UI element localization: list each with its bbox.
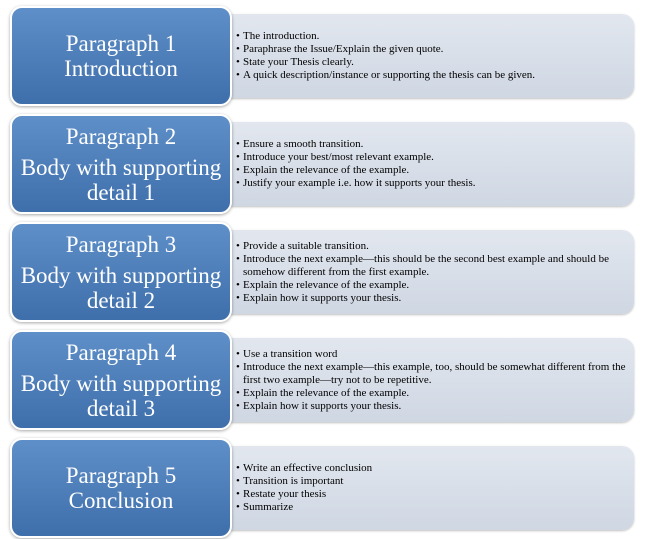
list-item: Transition is important [236, 475, 628, 488]
list-item: A quick description/instance or supporti… [236, 69, 628, 82]
section-5-heading: Paragraph 5 [65, 463, 177, 488]
section-3-list: Provide a suitable transition. Introduce… [236, 240, 628, 305]
section-3-title: Paragraph 3 Body with supporting detail … [10, 222, 232, 322]
list-item: Ensure a smooth transition. [236, 138, 628, 151]
section-5-details: Write an effective conclusion Transition… [204, 446, 634, 530]
list-item: Paraphrase the Issue/Explain the given q… [236, 43, 628, 56]
section-2-title: Paragraph 2 Body with supporting detail … [10, 114, 232, 214]
list-item: Justify your example i.e. how it support… [236, 177, 628, 190]
list-item: Explain the relevance of the example. [236, 279, 628, 292]
list-item: Explain how it supports your thesis. [236, 292, 628, 305]
section-1-subtitle: Introduction [64, 56, 178, 81]
section-3-subtitle: Body with supporting detail 2 [20, 262, 222, 313]
list-item: Restate your thesis [236, 488, 628, 501]
section-4-subtitle: Body with supporting detail 3 [20, 370, 222, 421]
section-1-title: Paragraph 1 Introduction [10, 6, 232, 106]
list-item: Explain the relevance of the example. [236, 164, 628, 177]
section-2-details: Ensure a smooth transition. Introduce yo… [204, 122, 634, 206]
list-item: The introduction. [236, 30, 628, 43]
section-4-title: Paragraph 4 Body with supporting detail … [10, 330, 232, 430]
section-4-list: Use a transition word Introduce the next… [236, 348, 628, 413]
section-2-heading: Paragraph 2 [65, 123, 177, 149]
section-2-subtitle: Body with supporting detail 1 [20, 154, 222, 205]
section-3-heading: Paragraph 3 [65, 231, 177, 257]
list-item: Explain the relevance of the example. [236, 387, 628, 400]
section-2-list: Ensure a smooth transition. Introduce yo… [236, 138, 628, 190]
section-1-list: The introduction. Paraphrase the Issue/E… [236, 30, 628, 82]
list-item: Summarize [236, 501, 628, 514]
section-3-details: Provide a suitable transition. Introduce… [204, 230, 634, 314]
section-5-list: Write an effective conclusion Transition… [236, 462, 628, 514]
section-4-details: Use a transition word Introduce the next… [204, 338, 634, 422]
list-item: Introduce your best/most relevant exampl… [236, 151, 628, 164]
section-5-title: Paragraph 5 Conclusion [10, 438, 232, 538]
list-item: Provide a suitable transition. [236, 240, 628, 253]
section-5-subtitle: Conclusion [68, 488, 174, 513]
list-item: Use a transition word [236, 348, 628, 361]
list-item: Introduce the next example—this example,… [236, 361, 628, 387]
list-item: Introduce the next example—this should b… [236, 253, 628, 279]
list-item: Explain how it supports your thesis. [236, 400, 628, 413]
section-4-heading: Paragraph 4 [65, 339, 177, 365]
section-1-details: The introduction. Paraphrase the Issue/E… [204, 14, 634, 98]
section-1-heading: Paragraph 1 [65, 31, 177, 56]
list-item: State your Thesis clearly. [236, 56, 628, 69]
list-item: Write an effective conclusion [236, 462, 628, 475]
